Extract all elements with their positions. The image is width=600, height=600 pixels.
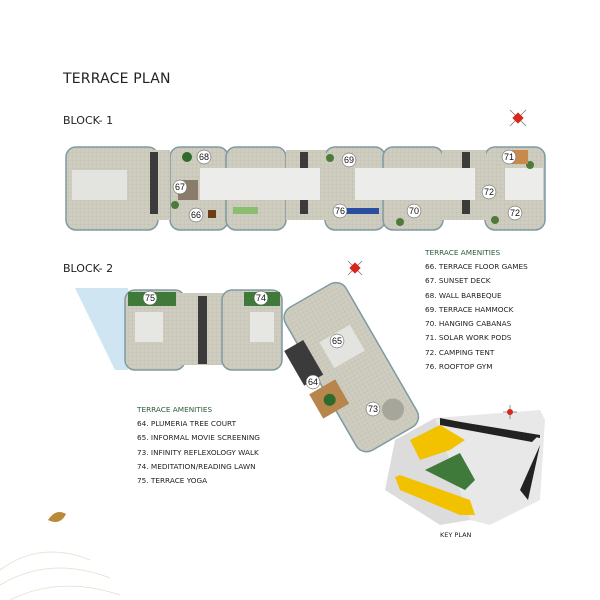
marker: 64 [305, 374, 321, 390]
marker: 72 [507, 205, 523, 221]
amenity-item: 67. SUNSET DECK [425, 276, 491, 286]
amenity-item: 72. CAMPING TENT [425, 347, 495, 357]
marker: 66 [188, 207, 204, 223]
svg-text:67: 67 [175, 182, 185, 192]
svg-text:68: 68 [199, 152, 209, 162]
amenity-item: 73. INFINITY REFLEXOLOGY WALK [137, 447, 259, 457]
amenity-item: 68. WALL BARBEQUE [425, 290, 502, 300]
key-plan-label: KEY PLAN [440, 531, 472, 539]
svg-text:64: 64 [308, 377, 318, 387]
amenity-item: 76. ROOFTOP GYM [425, 362, 493, 372]
amenity-item: 75. TERRACE YOGA [137, 476, 208, 486]
svg-text:74: 74 [256, 293, 266, 303]
marker: 72 [481, 184, 497, 200]
svg-text:76: 76 [335, 206, 345, 216]
amenities-heading: TERRACE AMENITIES [425, 248, 501, 257]
svg-text:65: 65 [332, 336, 342, 346]
marker: 76 [332, 203, 348, 219]
amenity-item: 66. TERRACE FLOOR GAMES [425, 262, 528, 271]
marker: 67 [172, 179, 188, 195]
marker: 71 [501, 149, 517, 165]
amenity-item: 70. HANGING CABANAS [425, 319, 512, 329]
amenities-heading: TERRACE AMENITIES [137, 405, 213, 414]
amenity-item: 69. TERRACE HAMMOCK [425, 304, 514, 314]
compass-icon [503, 405, 517, 419]
svg-text:71: 71 [504, 152, 514, 162]
key-plan [385, 410, 545, 525]
amenity-item: 64. PLUMERIA TREE COURT [137, 419, 237, 428]
block1-plan [65, 146, 546, 231]
svg-text:72: 72 [510, 208, 520, 218]
svg-text:66: 66 [191, 210, 201, 220]
marker: 74 [253, 290, 269, 306]
block2-rotated-plan [283, 281, 420, 453]
svg-text:70: 70 [409, 206, 419, 216]
svg-text:75: 75 [145, 293, 155, 303]
marker: 69 [341, 152, 357, 168]
marker: 73 [365, 401, 381, 417]
svg-text:72: 72 [484, 187, 494, 197]
amenities-list-block2: TERRACE AMENITIES 64. PLUMERIA TREE COUR… [137, 405, 260, 490]
amenity-item: 74. MEDITATION/READING LAWN [137, 461, 256, 471]
marker: 70 [406, 203, 422, 219]
compass-icon [509, 109, 527, 127]
marker: 75 [142, 290, 158, 306]
marker: 68 [196, 149, 212, 165]
amenity-item: 71. SOLAR WORK PODS [425, 333, 512, 343]
svg-text:73: 73 [368, 404, 378, 414]
marker: 65 [329, 333, 345, 349]
block2-label: BLOCK- 2 [63, 262, 114, 275]
amenity-item: 65. INFORMAL MOVIE SCREENING [137, 433, 260, 443]
block1-label: BLOCK- 1 [63, 114, 114, 127]
compass-icon [347, 260, 363, 276]
page-title: TERRACE PLAN [63, 71, 171, 87]
leaf-logo-icon [0, 512, 121, 600]
amenities-list-block1: TERRACE AMENITIES 66. TERRACE FLOOR GAME… [425, 248, 528, 376]
block2-plan [75, 288, 283, 371]
svg-text:69: 69 [344, 155, 354, 165]
